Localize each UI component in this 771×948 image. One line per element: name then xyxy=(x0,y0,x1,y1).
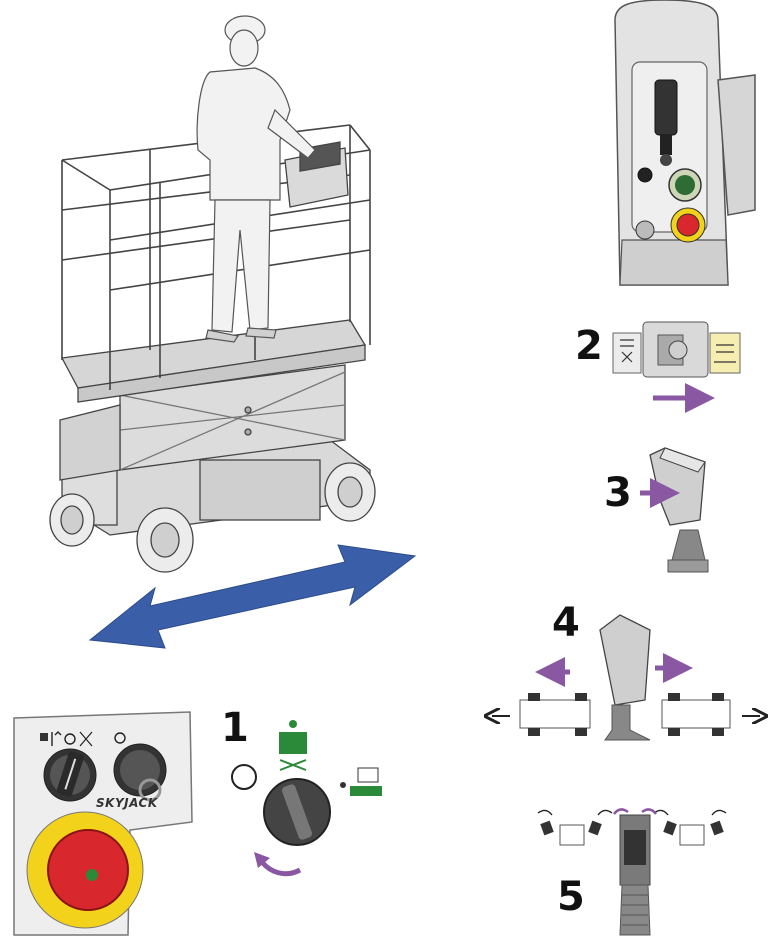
step-5-steer xyxy=(537,808,727,936)
lift-function-icon xyxy=(40,731,93,747)
step-4-drive-direction xyxy=(492,614,760,741)
front-left-wheel xyxy=(136,507,194,573)
brand-label: SKYJACK xyxy=(96,796,158,810)
horn-button xyxy=(637,167,653,183)
platform-mode-icon xyxy=(279,720,307,771)
guardrails xyxy=(61,124,371,390)
step-3-number: 3 xyxy=(604,470,632,516)
ground-key-switch-right xyxy=(113,743,167,802)
machine-reverse-icon xyxy=(519,693,591,736)
scissor-lift xyxy=(49,15,376,573)
ground-control-panel xyxy=(13,711,193,936)
step-4-number: 4 xyxy=(552,600,580,646)
travel-direction-arrow xyxy=(88,544,417,649)
control-box-joystick xyxy=(654,79,678,166)
machine-forward-icon xyxy=(661,693,731,736)
control-box-emergency-stop xyxy=(670,207,706,243)
ground-mode-icon xyxy=(340,767,382,796)
rear-left-wheel xyxy=(49,493,95,547)
enable-button xyxy=(635,220,655,240)
step-5-number: 5 xyxy=(557,874,585,920)
step-1-number: 1 xyxy=(221,705,249,751)
step-3-joystick-trigger xyxy=(640,447,709,573)
step-2-number: 2 xyxy=(575,323,603,369)
platform-control-box xyxy=(614,0,756,286)
front-right-wheel xyxy=(324,462,376,522)
ground-emergency-stop xyxy=(26,811,144,929)
operator xyxy=(196,15,316,343)
step-1-rotate-arrow xyxy=(260,860,302,877)
step-1-key-switch xyxy=(231,720,382,877)
step-2-selector-switch xyxy=(612,321,741,413)
speed-selector-dial xyxy=(668,168,702,202)
ground-key-switch-left xyxy=(43,748,97,802)
